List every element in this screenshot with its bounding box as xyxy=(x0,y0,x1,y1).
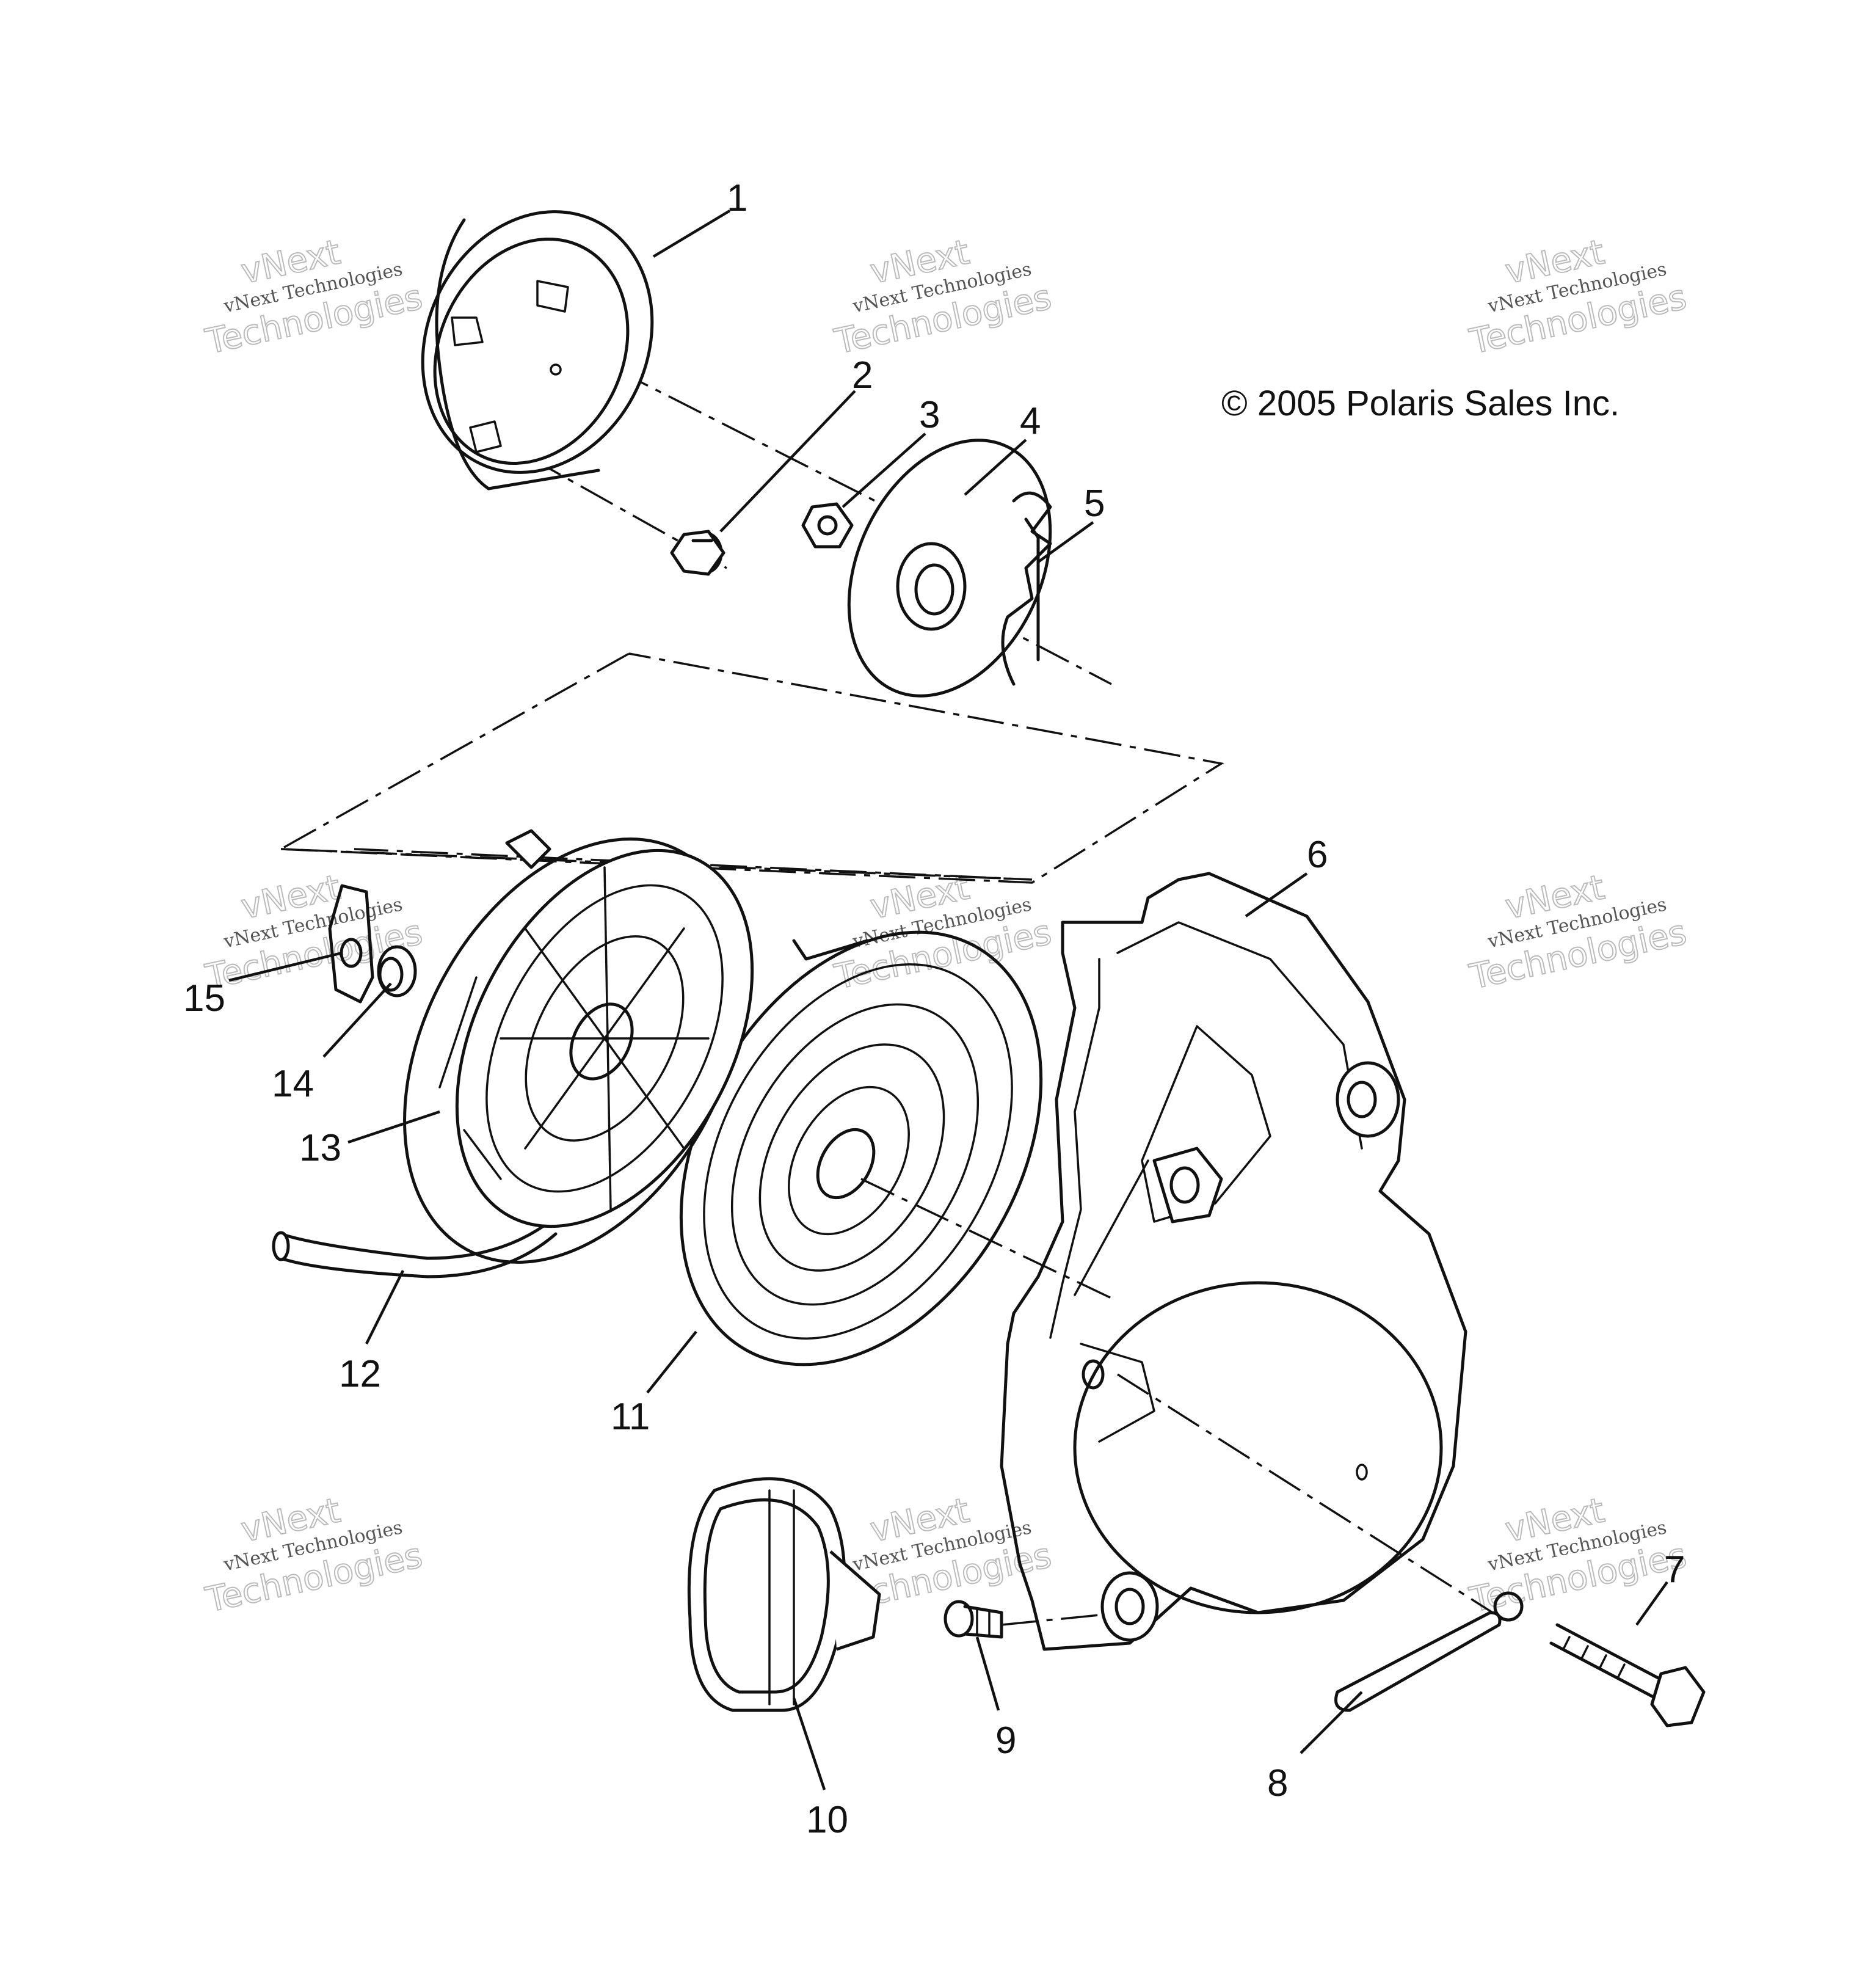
starter-handle xyxy=(687,1477,881,1712)
copyright-text: © 2005 Polaris Sales Inc. xyxy=(1221,384,1620,423)
callout-5: 5 xyxy=(1084,483,1105,525)
starter-rope xyxy=(272,1220,558,1278)
callout-14: 14 xyxy=(272,1063,314,1105)
watermark: vNext vNext Technologies Technologies xyxy=(1466,867,1690,997)
callout-10: 10 xyxy=(806,1799,848,1841)
callout-3: 3 xyxy=(919,394,940,436)
bolt xyxy=(670,530,725,576)
watermark: vNext vNext Technologies Technologies xyxy=(202,1490,426,1621)
housing-bolt xyxy=(1549,1623,1706,1727)
bushing xyxy=(377,945,417,997)
ratchet-plate xyxy=(847,439,1052,698)
callout-15: 15 xyxy=(183,977,225,1019)
callout-4: 4 xyxy=(1020,400,1041,442)
callout-13: 13 xyxy=(299,1127,341,1169)
watermark: vNext vNext Technologies Technologies xyxy=(1466,232,1690,362)
fitting xyxy=(943,1600,1003,1639)
rope-reel xyxy=(403,829,754,1264)
callout-numbers: 1 2 3 4 5 6 7 8 9 10 11 12 13 14 15 xyxy=(183,177,1685,1841)
pin-strip xyxy=(1334,1591,1524,1712)
callout-11: 11 xyxy=(611,1396,650,1438)
recoil-housing xyxy=(1000,872,1467,1651)
spring-clip xyxy=(1001,491,1052,686)
watermark: vNext vNext Technologies Technologies xyxy=(202,232,426,362)
callout-2: 2 xyxy=(852,354,873,396)
callout-12: 12 xyxy=(339,1353,381,1395)
callout-9: 9 xyxy=(995,1720,1016,1762)
callout-1: 1 xyxy=(727,177,747,219)
nut xyxy=(801,502,854,549)
callout-6: 6 xyxy=(1307,834,1328,876)
recoil-spring xyxy=(679,930,1043,1366)
callout-8: 8 xyxy=(1267,1762,1288,1804)
callout-7: 7 xyxy=(1664,1548,1685,1591)
watermark: vNext vNext Technologies Technologies xyxy=(831,232,1055,362)
starter-cup xyxy=(421,210,654,491)
leader-lines xyxy=(228,210,1668,1790)
